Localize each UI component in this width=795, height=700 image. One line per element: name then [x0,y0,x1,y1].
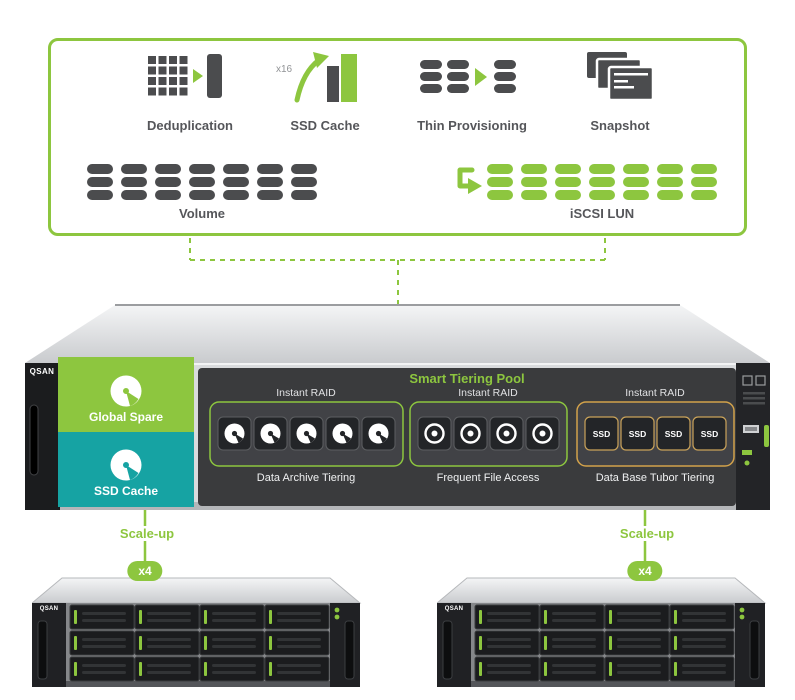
ssd-cache-tile-label: SSD Cache [93,484,159,498]
expansion-unit-left [32,578,360,687]
main-server-brand-logo: QSAN [29,367,55,376]
ssd-cache-icon [294,52,357,103]
ssd-drive-label: SSD [628,429,647,439]
iscsi-lun-cylinders-icon [487,164,717,200]
raid-group-database [576,401,735,467]
hdd-spindle-icon [488,415,525,452]
expansion-left-brand-logo: QSAN [39,606,59,612]
x4-badge-left: x4 [127,561,163,581]
volume-cylinders-icon [87,164,317,200]
x4-badge-right: x4 [627,561,663,581]
server-right-ear [736,363,770,510]
iscsi-arrow-icon [457,167,482,194]
global-spare-label: Global Spare [88,410,164,424]
hdd-platter-icon [289,416,324,451]
scale-up-label-left: Scale-up [115,526,179,541]
global-spare-tile [58,357,194,432]
expansion-unit-right [437,578,765,687]
hdd-platter-icon [325,416,360,451]
raid-label-3: Instant RAID [625,387,685,399]
hdd-spindle-icon [452,415,489,452]
hdd-platter-icon [217,416,252,451]
deduplication-icon [148,54,222,98]
hdd-spindle-icon [524,415,561,452]
feature-label-volume: Volume [179,206,225,221]
dedup-arrow-icon [193,69,203,83]
tier-label-database: Data Base Tubor Tiering [595,472,715,484]
server-left-ear [25,363,60,510]
main-server [25,304,770,510]
disk-platter-icon [110,375,142,407]
raid-label-2: Instant RAID [458,387,518,399]
raid-group-data-archive [209,401,404,467]
raid-label-1: Instant RAID [276,387,336,399]
dashed-connectors [189,238,606,304]
feature-label-thin-provisioning: Thin Provisioning [417,118,527,133]
server-top-face [25,305,770,363]
feature-label-iscsi-lun: iSCSI LUN [569,206,635,221]
tier-label-frequent-file: Frequent File Access [436,472,540,484]
ssd-drive-label: SSD [592,429,611,439]
ssd-drive-label: SSD [664,429,683,439]
tier-label-data-archive: Data Archive Tiering [256,472,356,484]
scale-up-label-right: Scale-up [615,526,679,541]
status-led-icon [744,460,750,466]
ssd-cache-multiplier: x16 [275,64,293,75]
feature-label-deduplication: Deduplication [147,118,233,133]
hdd-platter-icon [253,416,288,451]
raid-group-frequent-file [409,401,568,467]
pool-title: Smart Tiering Pool [409,371,525,386]
expansion-right-brand-logo: QSAN [444,606,464,612]
thin-provisioning-icon [420,60,516,93]
hdd-platter-icon [361,416,396,451]
disk-platter-icon [110,449,142,481]
snapshot-icon [587,52,655,102]
ssd-drive-label: SSD [700,429,719,439]
feature-label-snapshot: Snapshot [590,118,650,133]
feature-label-ssd-cache: SSD Cache [290,118,360,133]
thin-prov-arrow-icon [475,68,487,86]
hdd-spindle-icon [416,415,453,452]
cache-up-arrow-icon [294,57,322,103]
ssd-cache-tile [58,432,194,507]
